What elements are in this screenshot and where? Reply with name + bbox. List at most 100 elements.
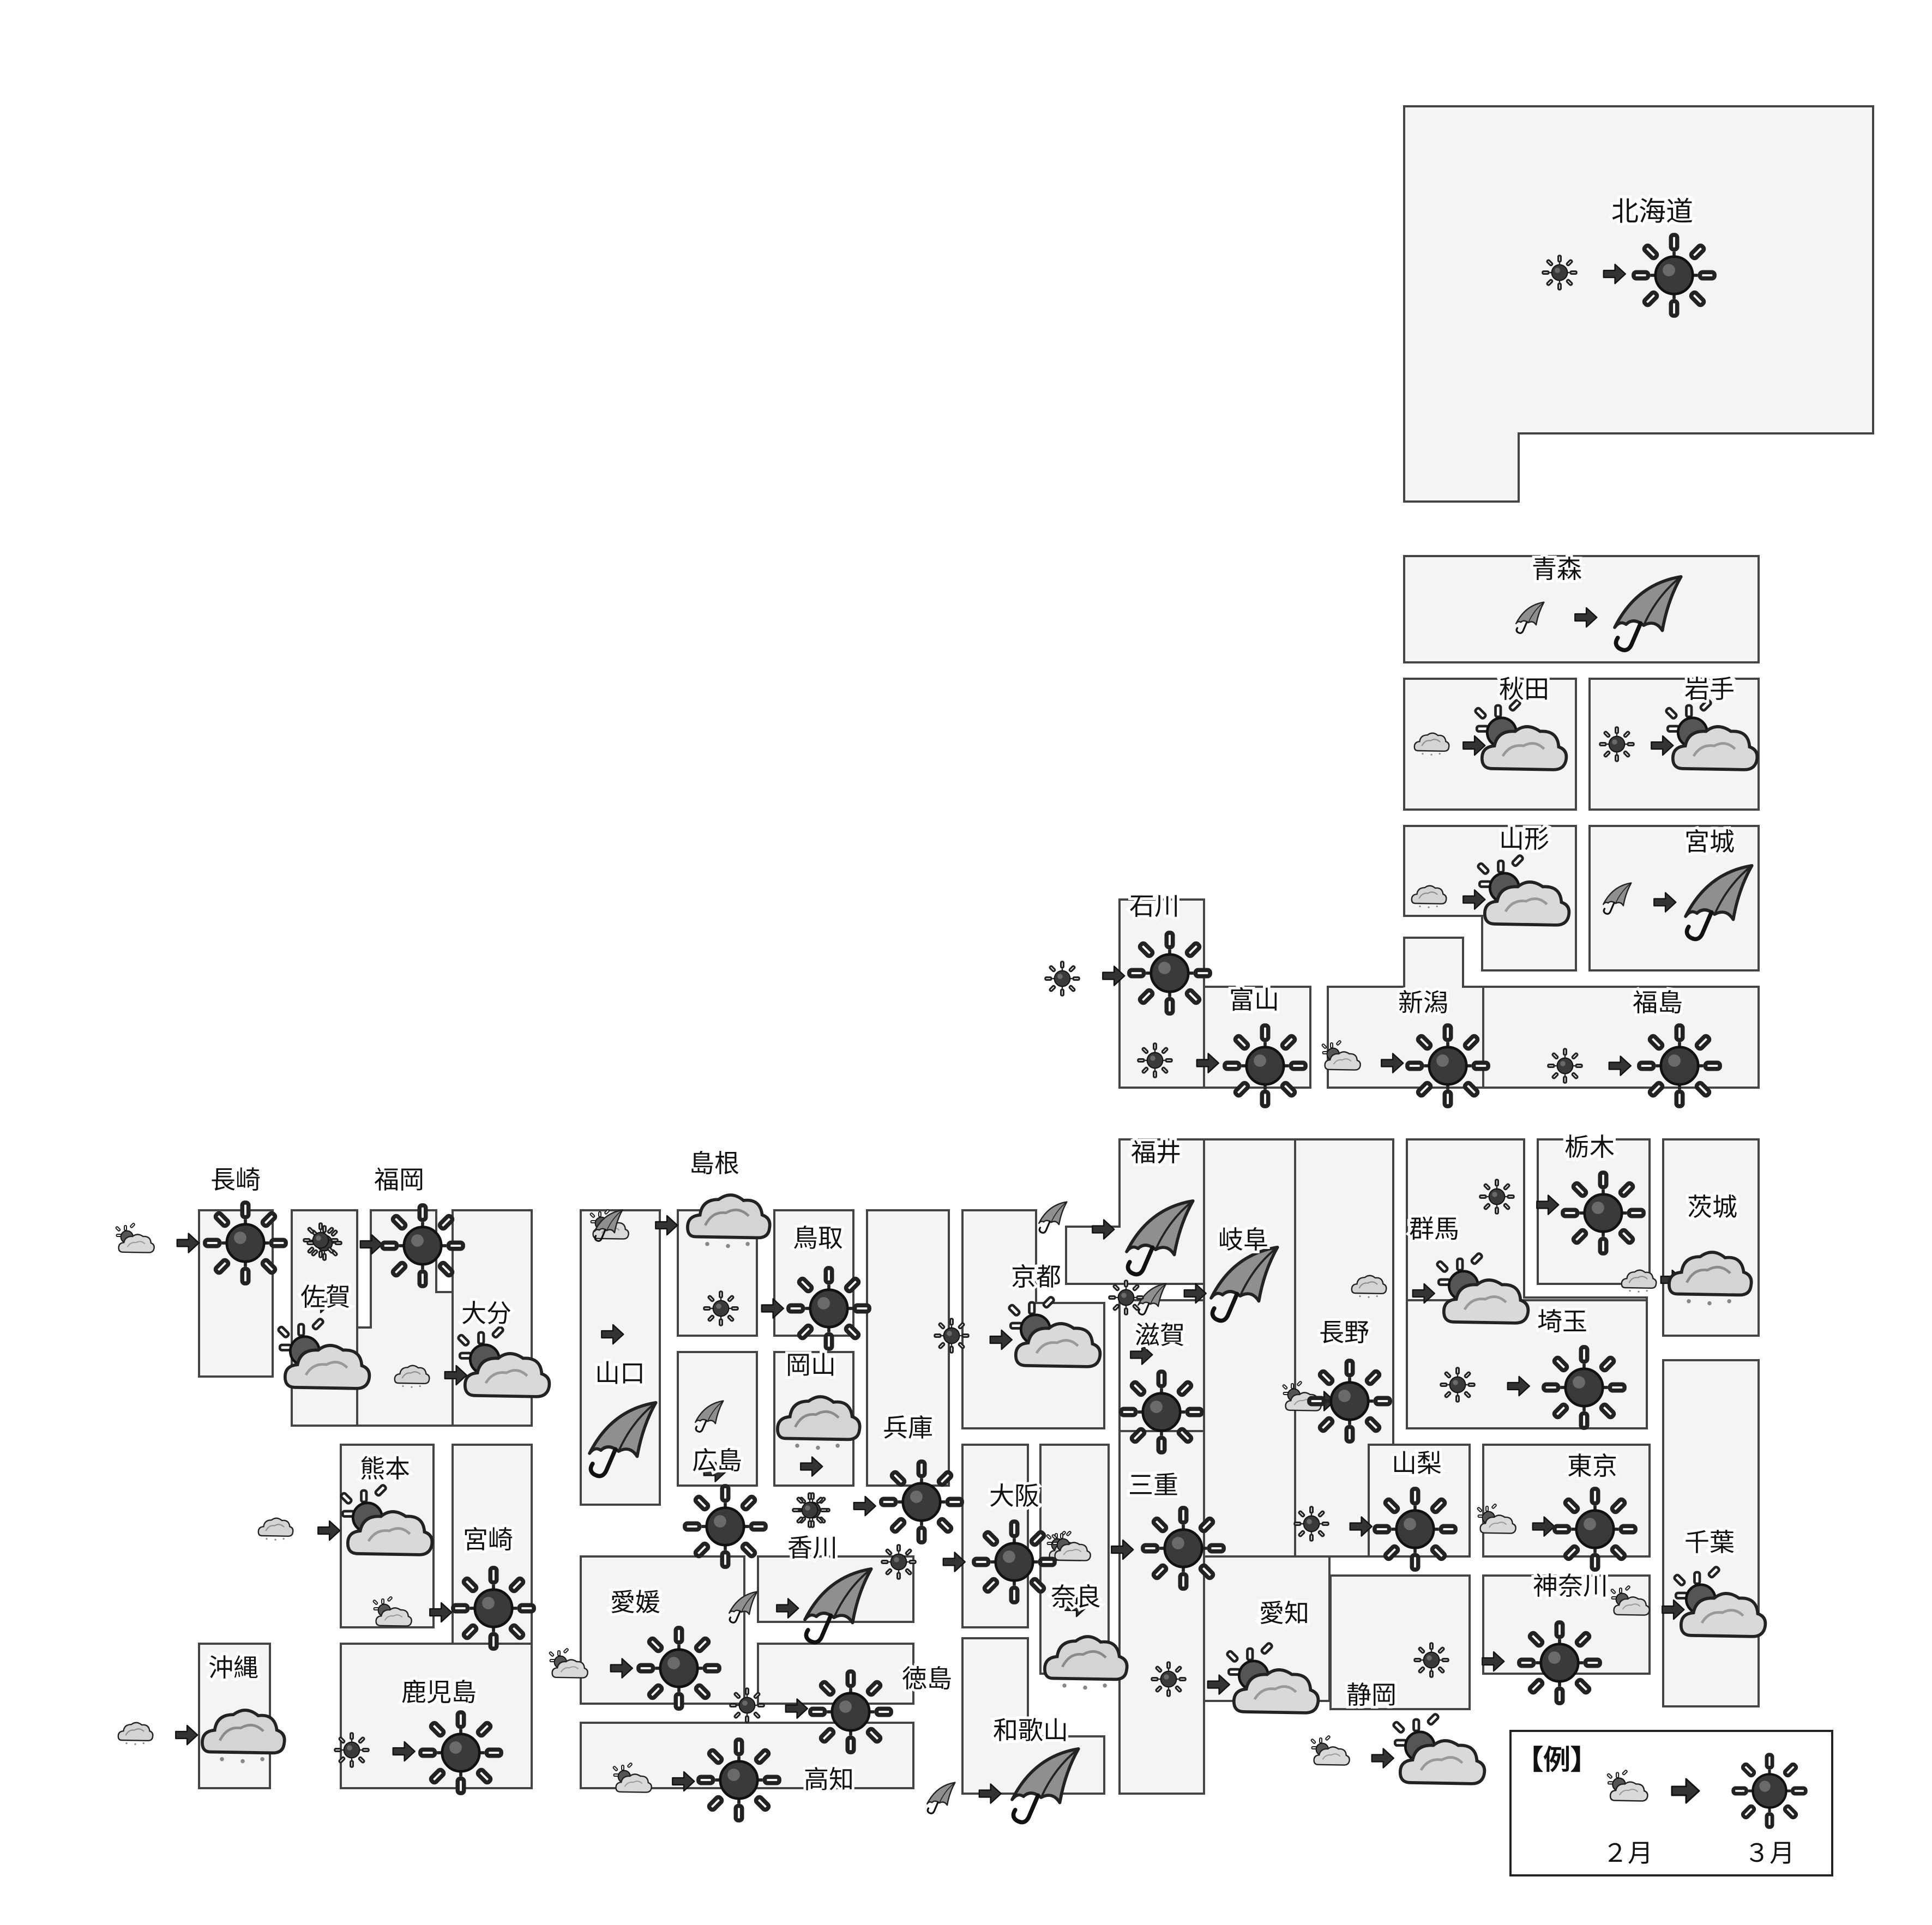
prefecture-box-ehime [580,1555,745,1705]
feb-sunny-icon [1547,1048,1583,1084]
prefecture-name-tottori: 鳥取 [793,1223,843,1253]
prefecture-name-hyogo: 兵庫 [883,1413,933,1443]
prefecture-name-saga: 佐賀 [300,1282,351,1312]
prefecture-box-yamaguchi [580,1209,661,1506]
prefecture-name-kagoshima: 鹿児島 [401,1677,477,1707]
prefecture-name-ibaraki: 茨城 [1687,1192,1737,1222]
prefecture-name-shizuoka: 静岡 [1346,1680,1397,1710]
prefecture-box-aomori [1403,555,1760,663]
arrow-icon [1371,1748,1395,1769]
prefecture-name-nagano: 長野 [1319,1318,1369,1347]
prefecture-box-tokushima [757,1643,914,1705]
mar-sunny-icon [974,1522,1055,1602]
mar-sunny-icon [1143,1508,1224,1589]
feb-sunny-icon [334,1732,370,1768]
arrow-icon [853,1495,877,1517]
prefecture-name-niigata: 新潟 [1398,988,1448,1017]
prefecture-name-toyama: 富山 [1229,985,1279,1015]
feb-sunny-icon [703,1290,739,1326]
prefecture-name-ehime: 愛媛 [610,1588,660,1617]
prefecture-name-kumamoto: 熊本 [360,1454,410,1483]
feb-rain-icon [926,1782,956,1814]
prefecture-name-akita: 秋田 [1499,674,1549,704]
prefecture-box-ibaraki [1662,1138,1760,1337]
prefecture-name-yamaguchi: 山口 [595,1359,645,1388]
feb-partly-cloudy-icon [115,1222,155,1253]
prefecture-box-chiba [1662,1359,1760,1707]
feb-sunny-icon [881,1544,917,1580]
prefecture-name-tochigi: 栃木 [1564,1132,1615,1162]
prefecture-name-iwate: 岩手 [1684,674,1735,704]
prefecture-box-hyogo [866,1209,950,1487]
prefecture-name-ishikawa: 石川 [1129,891,1179,921]
prefecture-name-wakayama: 和歌山 [993,1716,1068,1745]
mar-sunny-icon [453,1568,534,1649]
prefecture-name-osaka: 大阪 [989,1481,1039,1511]
legend: 【例】 ２月 ３月 [1509,1730,1833,1876]
prefecture-box-kagoshima [340,1643,533,1789]
prefecture-name-tokyo: 東京 [1567,1451,1617,1481]
prefecture-name-fukui: 福井 [1131,1138,1181,1167]
mar-sunny-icon [1639,1025,1720,1106]
prefecture-name-nagasaki: 長崎 [210,1165,261,1194]
mar-sunny-icon [382,1205,463,1286]
prefecture-name-aomori: 青森 [1532,554,1582,584]
prefecture-box-hiroshima [677,1351,758,1487]
prefecture-box-yamagata [1403,825,1577,971]
feb-sunny-icon [303,1222,339,1258]
prefecture-name-yamagata: 山形 [1499,824,1549,854]
mar-sunny-icon [1309,1361,1390,1441]
mar-sunny-icon [1225,1025,1305,1106]
feb-cloudy-icon [117,1722,154,1746]
prefecture-name-shiga: 滋賀 [1135,1320,1185,1350]
mar-sunny-icon [810,1671,891,1752]
feb-sunny-icon [1151,1661,1187,1697]
prefecture-name-hiroshima: 広島 [692,1446,742,1475]
mar-sunny-icon [685,1486,766,1567]
prefecture-name-kagawa: 香川 [787,1533,838,1562]
feb-sunny-icon [729,1687,765,1723]
mar-sunny-icon [881,1462,962,1542]
prefecture-name-yamanashi: 山梨 [1392,1449,1442,1478]
arrow-icon [175,1724,198,1746]
mar-sunny-icon [1519,1622,1600,1703]
mar-sunny-icon [420,1712,501,1793]
legend-title: 【例】 [1516,1744,1598,1776]
mar-sunny-icon [1634,235,1714,316]
feb-partly-cloudy-icon [1310,1735,1350,1766]
prefecture-labels: 北海道青森秋田岩手山形宮城石川富山新潟福島福井岐阜栃木茨城群馬埼玉長野山梨東京千… [206,193,1740,1797]
mar-sunny-icon [1555,1489,1635,1570]
mar-sunny-icon [1563,1173,1644,1253]
arrow-icon [317,1520,341,1541]
prefecture-name-chiba: 千葉 [1684,1528,1735,1557]
prefecture-name-fukushima: 福島 [1633,988,1683,1017]
feb-sunny-icon [1479,1179,1515,1215]
legend-label-mar: ３月 [1744,1838,1795,1868]
mar-sunny-icon [639,1628,719,1709]
prefecture-name-mie: 三重 [1128,1470,1178,1500]
feb-sunny-icon [1599,726,1635,762]
feb-sunny-icon [1413,1642,1449,1678]
mar-sunny-icon [205,1203,286,1283]
prefecture-name-nara: 奈良 [1051,1582,1101,1612]
prefecture-name-kochi: 高知 [804,1765,854,1794]
prefecture-name-okayama: 岡山 [786,1350,836,1380]
prefecture-name-fukuoka: 福岡 [374,1165,424,1194]
mar-sunny-icon [1129,933,1210,1013]
prefecture-name-miyazaki: 宮崎 [463,1525,513,1554]
prefecture-name-kyoto: 京都 [1011,1262,1061,1292]
prefecture-name-gifu: 岐阜 [1218,1225,1268,1254]
mar-sunny-icon [1544,1347,1624,1428]
legend-label-feb: ２月 [1603,1838,1653,1868]
feb-sunny-icon [1542,255,1578,291]
feb-sunny-icon [1108,1280,1144,1315]
feb-sunny-icon [934,1318,970,1354]
prefecture-name-okinawa: 沖縄 [208,1653,258,1682]
legend-to-icon [1734,1755,1806,1827]
prefecture-name-saitama: 埼玉 [1537,1307,1587,1336]
prefecture-name-tokushima: 徳島 [902,1664,952,1693]
feb-cloudy-icon [257,1517,294,1542]
feb-sunny-icon [792,1492,828,1528]
feb-sunny-icon [1293,1506,1329,1542]
prefecture-name-oita: 大分 [461,1299,511,1328]
